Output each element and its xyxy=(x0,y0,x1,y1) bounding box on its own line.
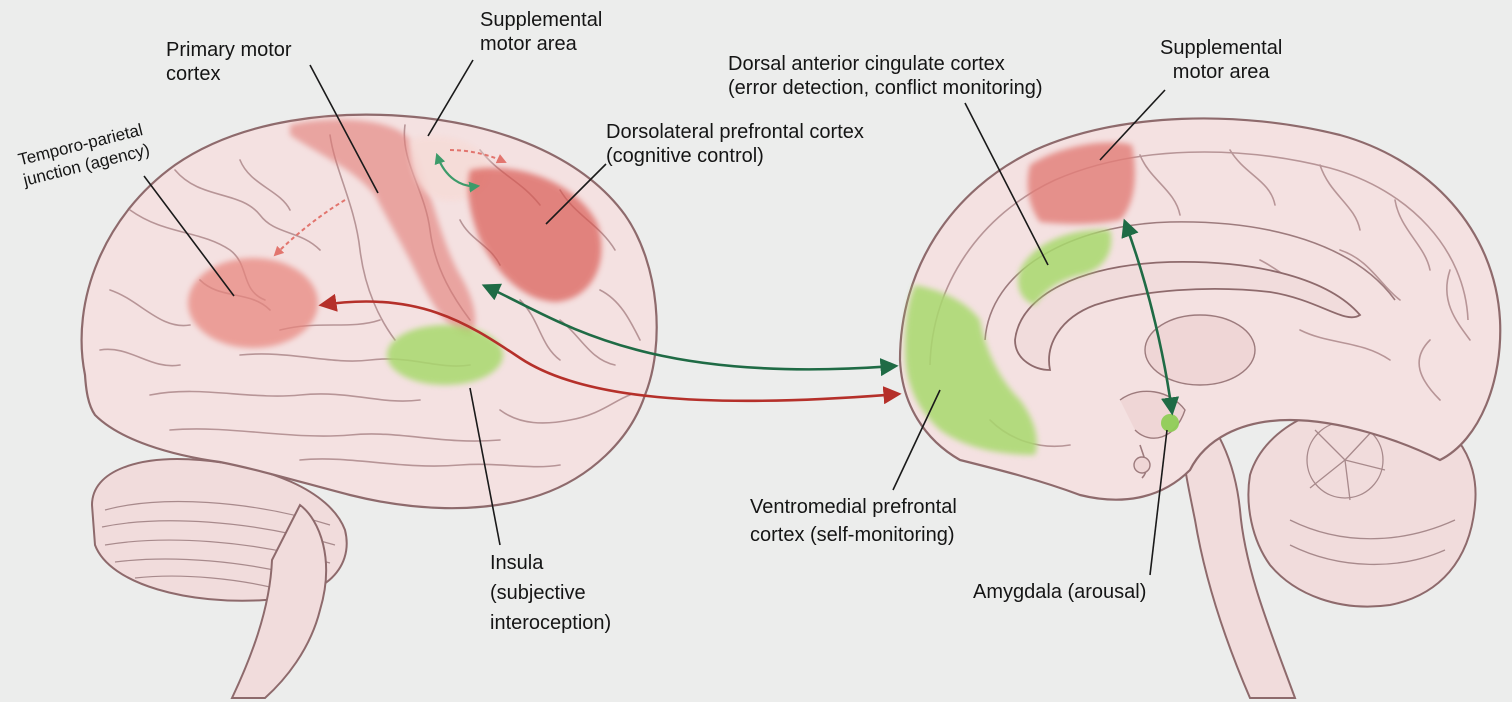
label-line: Primary motor xyxy=(166,38,292,62)
label-dorsal-anterior-cingulate-cortex: Dorsal anterior cingulate cortex (error … xyxy=(728,52,1043,100)
label-supplemental-motor-area-medial: Supplemental motor area xyxy=(1160,36,1282,84)
label-line: motor area xyxy=(480,32,602,56)
label-line: cortex (self-monitoring) xyxy=(750,521,957,549)
insula-region xyxy=(387,325,503,385)
label-line: Insula xyxy=(490,548,611,578)
label-ventromedial-prefrontal-cortex: Ventromedial prefrontal cortex (self-mon… xyxy=(750,493,957,549)
label-line: cortex xyxy=(166,62,292,86)
label-line: Supplemental xyxy=(1160,36,1282,60)
label-line: Amygdala (arousal) xyxy=(973,580,1146,604)
label-line: (cognitive control) xyxy=(606,144,864,168)
label-primary-motor-cortex: Primary motor cortex xyxy=(166,38,292,86)
label-supplemental-motor-area-lateral: Supplemental motor area xyxy=(480,8,602,56)
temporo-parietal-junction-region xyxy=(188,258,318,348)
label-line: Supplemental xyxy=(480,8,602,32)
pituitary xyxy=(1134,457,1150,473)
label-dorsolateral-prefrontal-cortex: Dorsolateral prefrontal cortex (cognitiv… xyxy=(606,120,864,168)
label-line: (subjective xyxy=(490,578,611,608)
label-line: Dorsolateral prefrontal cortex xyxy=(606,120,864,144)
amygdala-region xyxy=(1161,414,1179,432)
label-line: Ventromedial prefrontal xyxy=(750,493,957,521)
label-line: Dorsal anterior cingulate cortex xyxy=(728,52,1043,76)
label-line: motor area xyxy=(1160,60,1282,84)
label-line: (error detection, conflict monitoring) xyxy=(728,76,1043,100)
label-insula: Insula (subjective interoception) xyxy=(490,548,611,638)
label-line: interoception) xyxy=(490,608,611,638)
label-amygdala: Amygdala (arousal) xyxy=(973,580,1146,604)
medial-brain xyxy=(900,118,1500,698)
